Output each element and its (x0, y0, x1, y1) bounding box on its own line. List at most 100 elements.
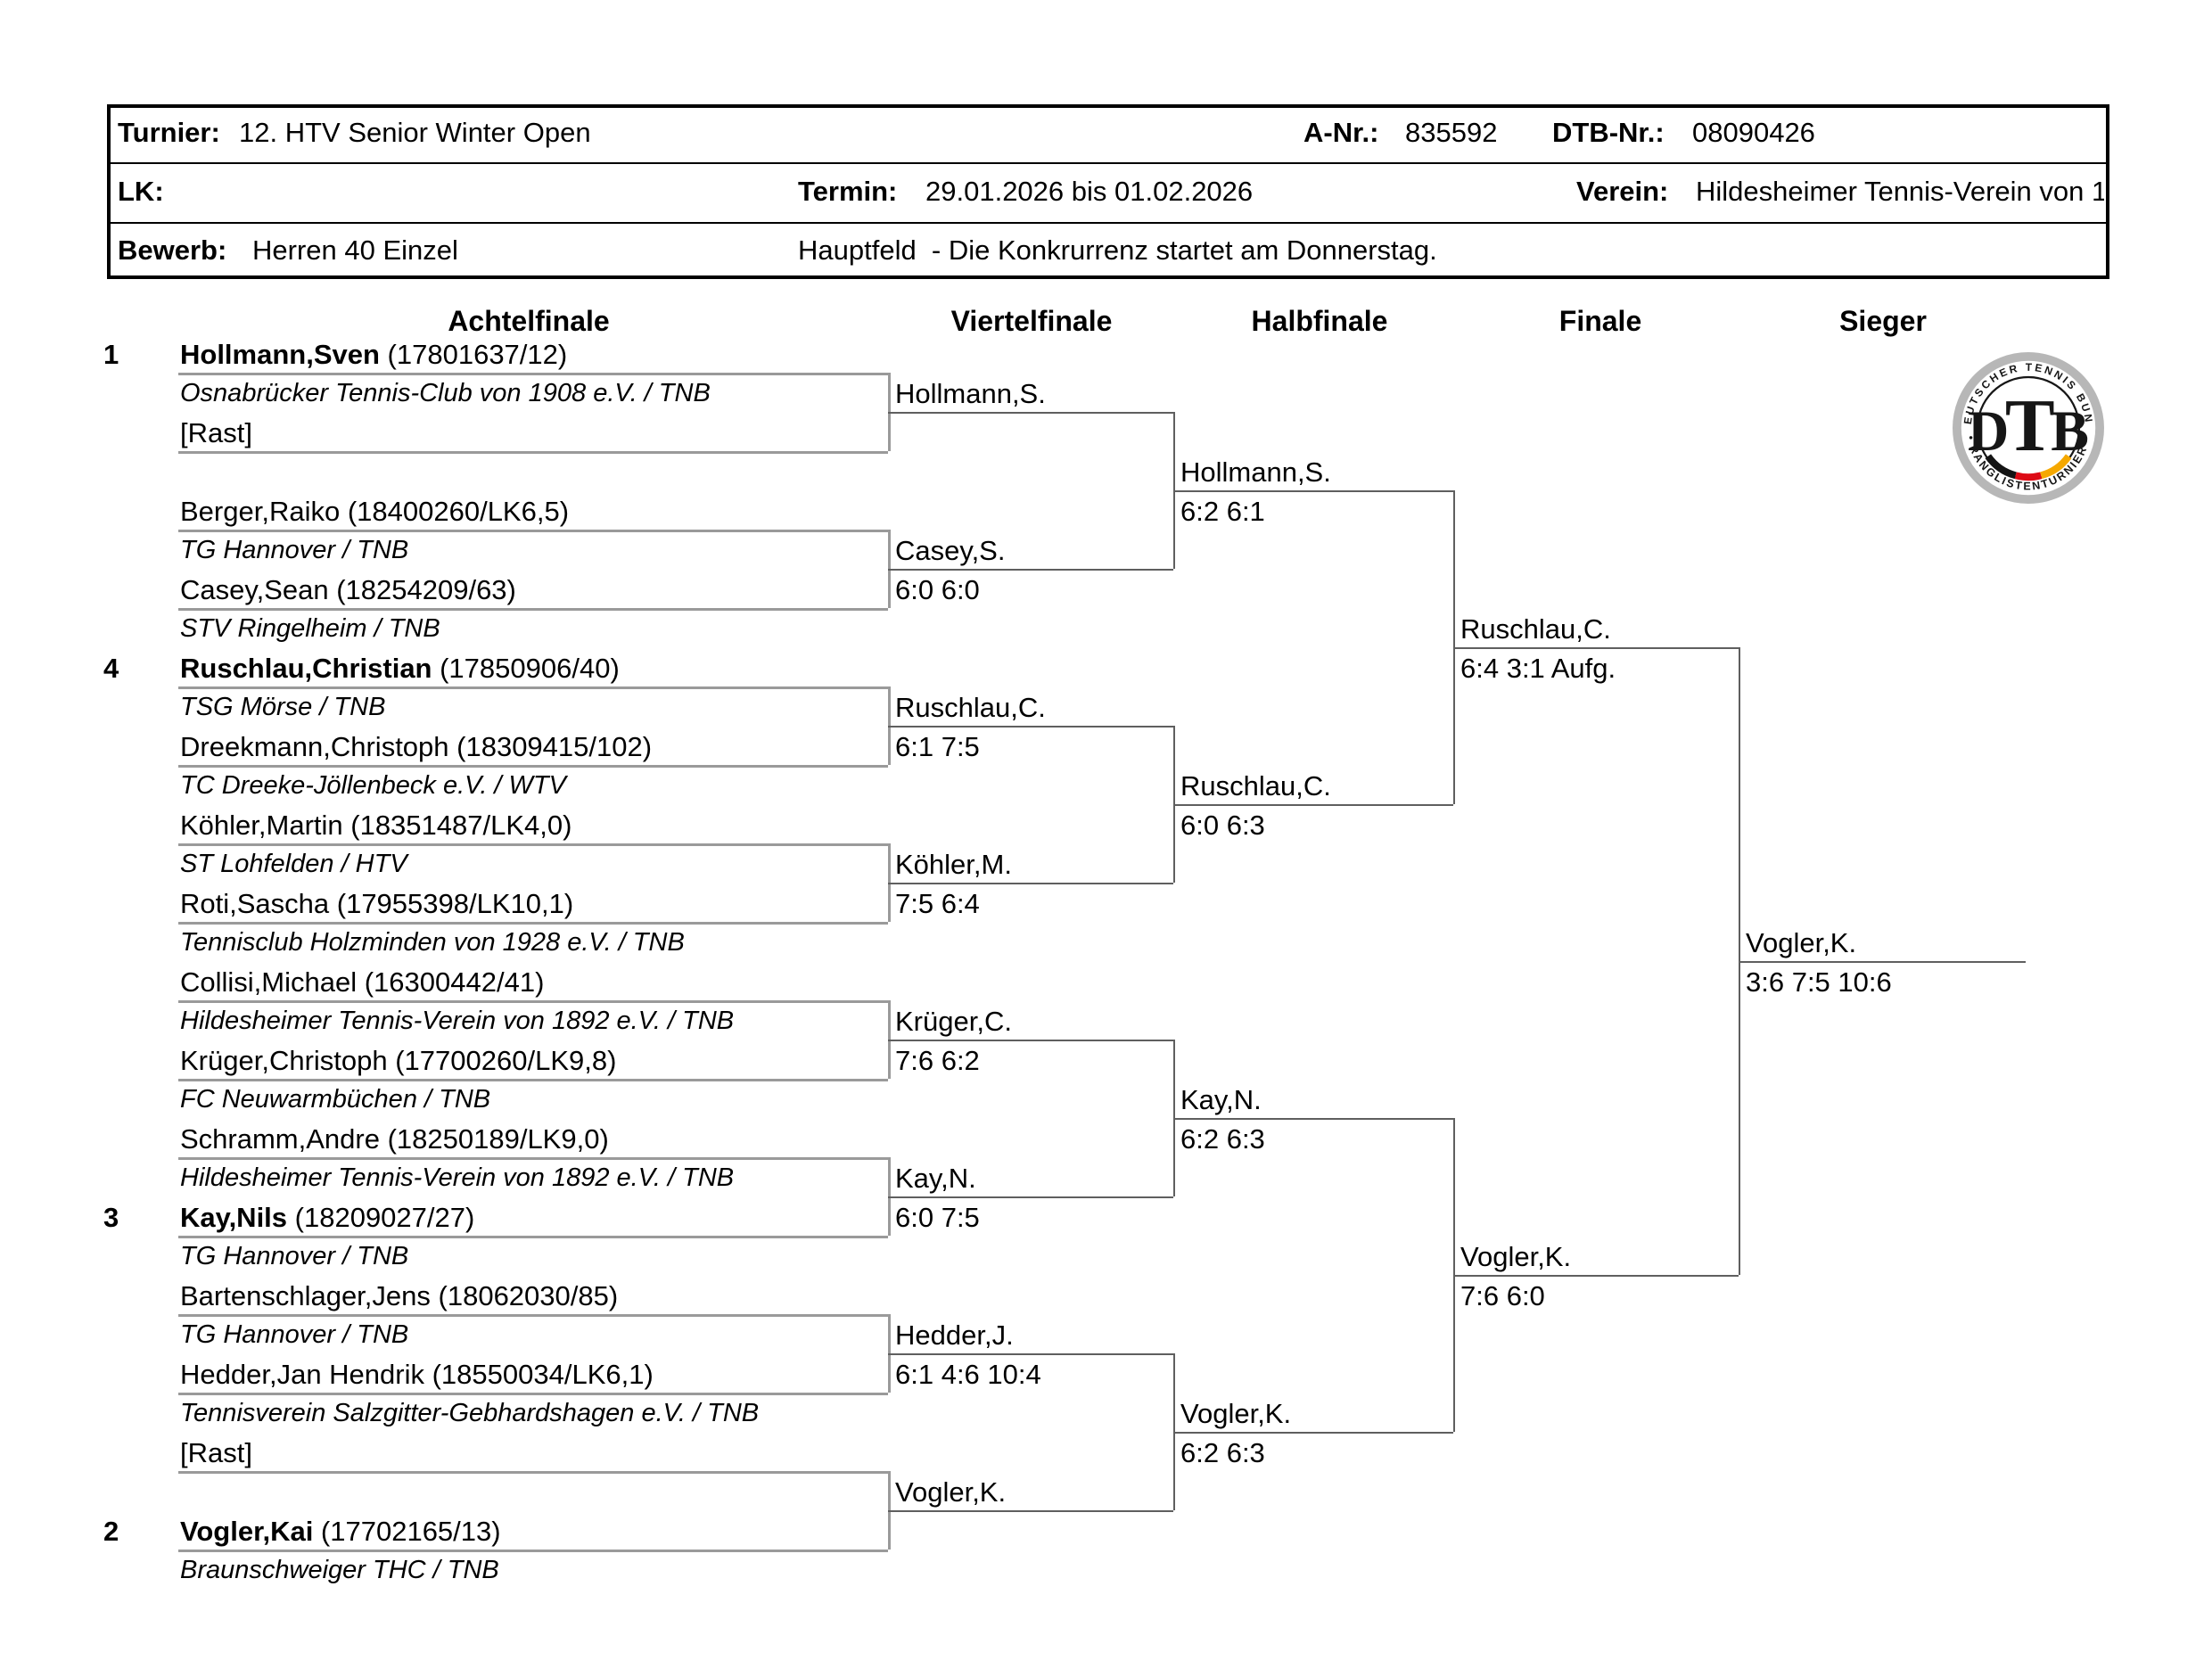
winner-line (1173, 1432, 1453, 1434)
winner-line (1173, 1118, 1453, 1120)
logo-flag-gold (2040, 454, 2072, 480)
player-id: (18062030/85) (430, 1280, 619, 1311)
player-club: Tennisclub Holzminden von 1928 e.V. / TN… (180, 928, 685, 957)
match-score: 6:4 3:1 Aufg. (1460, 653, 1616, 684)
player-club: TG Hannover / TNB (180, 536, 409, 564)
player-name: Casey,Sean (18254209/63) (180, 574, 516, 605)
player-name: Berger,Raiko (18400260/LK6,5) (180, 496, 570, 527)
seed-number: 2 (103, 1516, 119, 1547)
winner-line (1453, 1275, 1739, 1277)
match-line (178, 1314, 888, 1317)
player-surname: Kay,Nils (180, 1202, 288, 1233)
match-line (178, 843, 888, 846)
winner-line (888, 1353, 1173, 1355)
termin-label: Termin: (798, 176, 898, 207)
match-line (178, 1079, 888, 1081)
player-id: (16300442/41) (357, 966, 545, 998)
player-club: Braunschweiger THC / TNB (180, 1556, 499, 1584)
lk-label: LK: (118, 176, 164, 207)
winner-line (1739, 961, 2026, 963)
player-name: Köhler,Martin (18351487/LK4,0) (180, 810, 572, 841)
match-line (178, 1000, 888, 1003)
round-winner-name: Ruschlau,C. (1180, 770, 1331, 802)
player-id: (18400260/LK6,5) (340, 496, 570, 527)
match-score: 7:6 6:2 (895, 1045, 980, 1076)
seed-number: 3 (103, 1202, 119, 1233)
player-id: (17700260/LK9,8) (387, 1045, 617, 1076)
player-id: (17955398/LK10,1) (329, 888, 574, 919)
match-line (178, 686, 888, 689)
a-nr-label: A-Nr.: (1303, 117, 1379, 148)
verein-label: Verein: (1576, 176, 1669, 207)
final-score: 3:6 7:5 10:6 (1746, 966, 1892, 998)
round-winner-name: Hollmann,S. (895, 378, 1046, 409)
match-line (178, 1157, 888, 1160)
player-name: Hedder,Jan Hendrik (18550034/LK6,1) (180, 1359, 654, 1390)
player-id: (18250189/LK9,0) (379, 1123, 609, 1155)
winner-line (888, 883, 1173, 884)
player-club: TSG Mörse / TNB (180, 693, 386, 721)
tournament-title: 12. HTV Senior Winter Open (239, 117, 591, 148)
verein-value: Hildesheimer Tennis-Verein von 1892 e.V. (1696, 176, 2104, 207)
dtb-nr-value: 08090426 (1692, 117, 1815, 148)
winner-line (888, 569, 1173, 571)
tournament-info-table (107, 104, 2109, 279)
winner-line (888, 1196, 1173, 1198)
round-winner-name: Kay,N. (1180, 1084, 1262, 1115)
player-name: Kay,Nils (18209027/27) (180, 1202, 474, 1234)
match-score: 6:2 6:1 (1180, 496, 1265, 527)
round-winner-name: Casey,S. (895, 535, 1006, 566)
turnier-label: Turnier: (118, 117, 220, 148)
match-line (178, 530, 888, 532)
match-line (178, 765, 888, 768)
column-header-halbfinale: Halbfinale (1251, 305, 1388, 337)
match-score: 6:0 6:3 (1180, 810, 1265, 841)
player-name: Krüger,Christoph (17700260/LK9,8) (180, 1045, 617, 1076)
player-id: (18309415/102) (448, 731, 653, 762)
round-winner-name: Hollmann,S. (1180, 456, 1331, 488)
player-surname: Ruschlau,Christian (180, 653, 432, 684)
table-row-divider (109, 162, 2108, 164)
player-club: ST Lohfelden / HTV (180, 850, 407, 878)
player-id: (17702165/13) (313, 1516, 501, 1547)
column-header-achtelfinale: Achtelfinale (448, 305, 610, 337)
logo-flag-black (1985, 454, 2017, 480)
player-surname: Vogler,Kai (180, 1516, 314, 1547)
bewerb-value: Herren 40 Einzel (252, 234, 458, 266)
match-line (178, 373, 888, 375)
player-club: TC Dreeke-Jöllenbeck e.V. / WTV (180, 771, 566, 800)
match-line (178, 922, 888, 925)
round-winner-name: Kay,N. (895, 1163, 976, 1194)
player-name: Schramm,Andre (18250189/LK9,0) (180, 1123, 609, 1155)
player-name: Ruschlau,Christian (17850906/40) (180, 653, 620, 685)
player-name: Collisi,Michael (16300442/41) (180, 966, 545, 998)
player-club: FC Neuwarmbüchen / TNB (180, 1085, 491, 1114)
round-winner-name: Vogler,K. (895, 1476, 1007, 1508)
player-name: Dreekmann,Christoph (18309415/102) (180, 731, 653, 762)
winner-line (888, 1510, 1173, 1512)
match-score: 7:6 6:0 (1460, 1280, 1545, 1311)
hauptfeld-note: Hauptfeld - Die Konkrurrenz startet am D… (798, 234, 1437, 266)
player-club: Osnabrücker Tennis-Club von 1908 e.V. / … (180, 379, 711, 407)
winner-line (888, 1040, 1173, 1041)
match-score: 6:0 7:5 (895, 1202, 980, 1233)
player-surname: Hollmann,Sven (180, 339, 380, 370)
winner-line (1173, 804, 1453, 806)
player-club: Tennisverein Salzgitter-Gebhardshagen e.… (180, 1399, 760, 1427)
dtb-nr-label: DTB-Nr.: (1552, 117, 1665, 148)
round-winner-name: Hedder,J. (895, 1319, 1014, 1351)
logo-flag-red (2014, 472, 2043, 481)
bye-entry: [Rast] (180, 417, 252, 448)
dtb-logo: DEUTSCHER TENNIS BUND • RANGLISTENTURNIE… (1949, 349, 2104, 504)
player-name: Roti,Sascha (17955398/LK10,1) (180, 888, 574, 919)
bewerb-label: Bewerb: (118, 234, 227, 266)
column-header-viertelfinale: Viertelfinale (950, 305, 1113, 337)
termin-value: 29.01.2026 bis 01.02.2026 (925, 176, 1254, 207)
round-winner-name: Vogler,K. (1460, 1241, 1572, 1272)
match-line (178, 1236, 888, 1238)
player-club: STV Ringelheim / TNB (180, 614, 440, 643)
seed-number: 1 (103, 339, 119, 370)
a-nr-value: 835592 (1405, 117, 1498, 148)
match-line (178, 608, 888, 611)
